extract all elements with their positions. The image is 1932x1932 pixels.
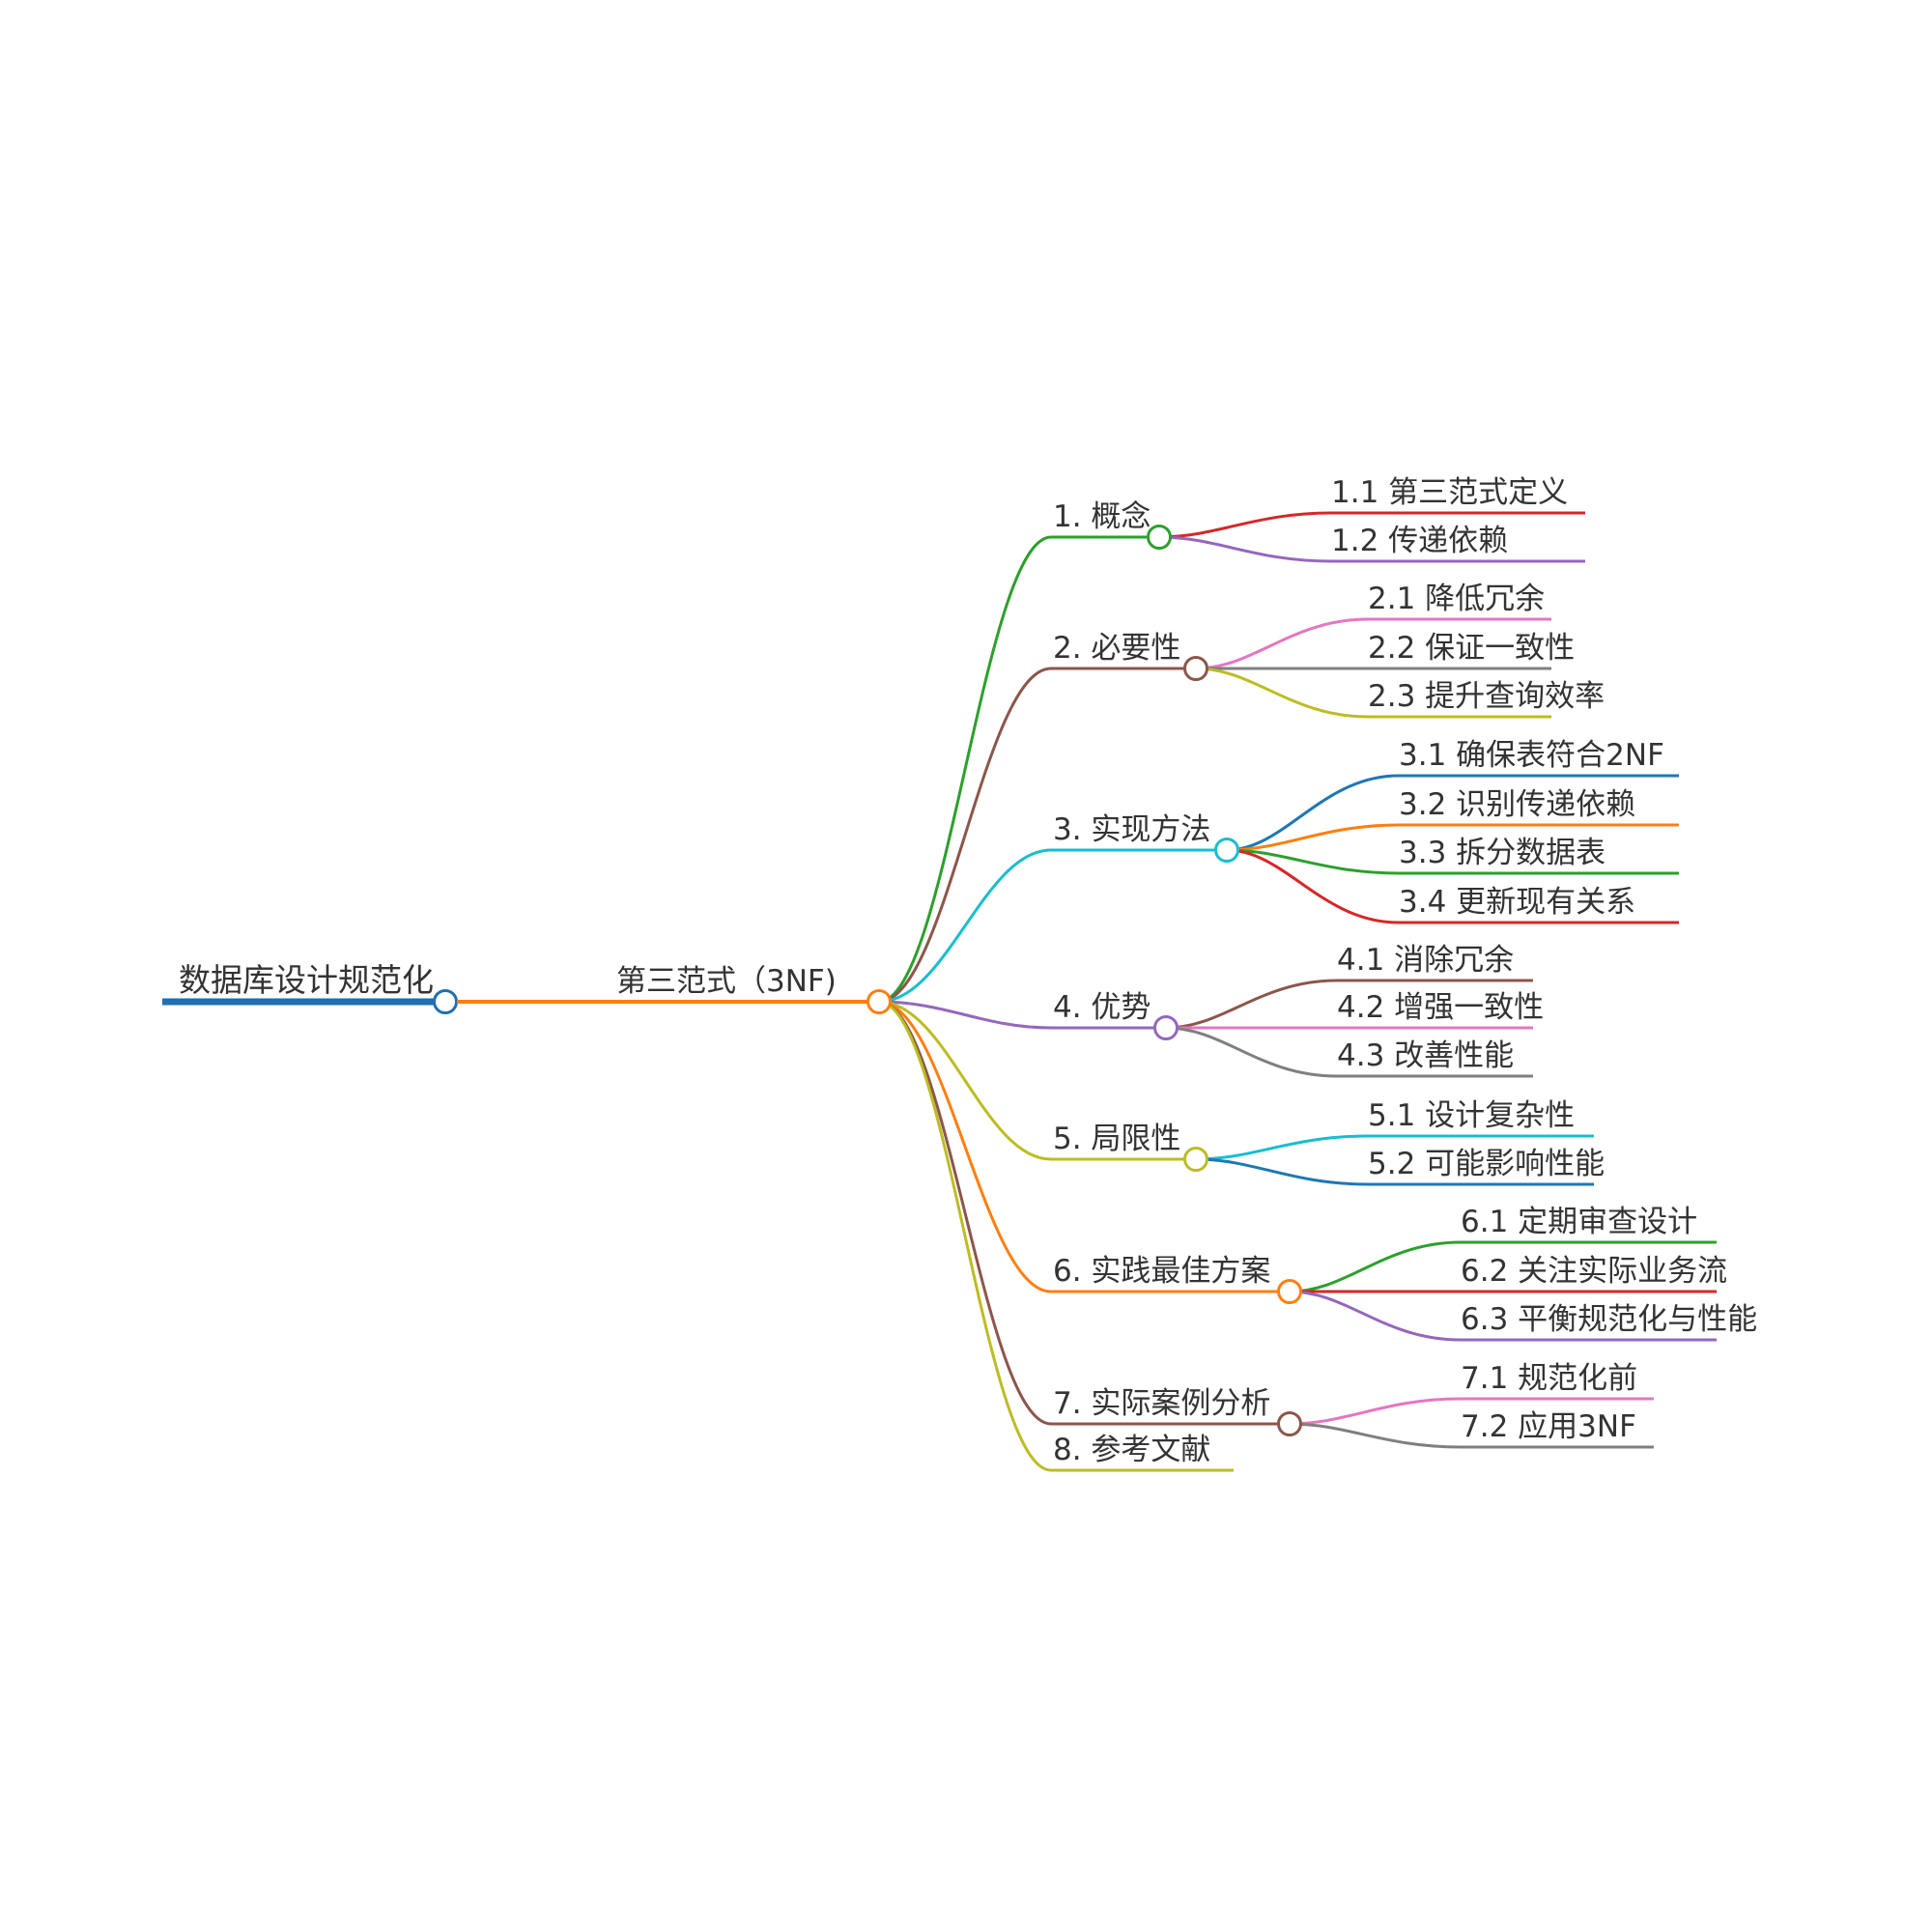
child-node[interactable]: 3.1 确保表符合2NF (1399, 738, 1679, 778)
child-connector (1289, 1240, 1462, 1293)
branch-connector (878, 1000, 1052, 1293)
collapse-handle[interactable] (1183, 656, 1208, 681)
child-connector (1165, 979, 1338, 1030)
child-node[interactable]: 7.1 规范化前 (1461, 1361, 1654, 1401)
center-node[interactable]: 第三范式（3NF) (457, 964, 879, 1004)
child-label: 7.2 应用3NF (1461, 1409, 1636, 1444)
child-label: 2.3 提升查询效率 (1368, 679, 1605, 714)
child-label: 1.1 第三范式定义 (1331, 475, 1568, 510)
child-label: 2.1 降低冗余 (1368, 582, 1545, 616)
child-connector (1226, 823, 1400, 852)
child-node[interactable]: 3.4 更新现有关系 (1399, 885, 1679, 924)
child-node[interactable]: 5.1 设计复杂性 (1368, 1098, 1594, 1138)
branch-node[interactable]: 1. 概念 (1051, 499, 1159, 539)
branch-node[interactable]: 7. 实际案例分析 (1051, 1386, 1290, 1426)
child-connector (1289, 1290, 1462, 1342)
child-node[interactable]: 4.2 增强一致性 (1337, 990, 1544, 1030)
branch-connector (878, 848, 1052, 1004)
branch-connector (878, 1000, 1052, 1161)
child-label: 2.2 保证一致性 (1368, 631, 1575, 666)
center-label: 第三范式（3NF) (616, 964, 837, 999)
branch-layer: 1. 概念 1.1 第三范式定义 1.2 传递依赖 2. 必要性 2.1 降低冗余 2.2… (1051, 475, 1757, 1472)
child-connector (1158, 511, 1332, 539)
branch-connector (878, 1000, 1052, 1426)
child-connector (1195, 1134, 1369, 1161)
child-node[interactable]: 1.1 第三范式定义 (1331, 475, 1585, 515)
child-connector (1195, 1157, 1369, 1186)
child-label: 6.3 平衡规范化与性能 (1461, 1302, 1757, 1337)
child-label: 4.3 改善性能 (1337, 1038, 1514, 1073)
branch-label: 2. 必要性 (1053, 631, 1180, 666)
child-node[interactable]: 2.2 保证一致性 (1368, 631, 1575, 670)
branch-node[interactable]: 3. 实现方法 (1051, 812, 1227, 852)
branch-label: 3. 实现方法 (1053, 812, 1210, 847)
branch-connector (878, 667, 1052, 1004)
child-label: 7.1 规范化前 (1461, 1361, 1637, 1396)
child-node[interactable]: 6.3 平衡规范化与性能 (1461, 1302, 1757, 1342)
branch-node[interactable]: 2. 必要性 (1051, 631, 1196, 670)
child-label: 3.3 拆分数据表 (1399, 836, 1605, 870)
child-label: 6.2 关注实际业务流 (1461, 1254, 1727, 1289)
collapse-handle[interactable] (1277, 1279, 1302, 1304)
root-label: 数据库设计规范化 (179, 961, 434, 999)
child-label: 5.2 可能影响性能 (1368, 1147, 1605, 1181)
child-connector (1195, 667, 1369, 719)
child-connector (1195, 617, 1369, 670)
root-node[interactable]: 数据库设计规范化 (162, 961, 458, 1014)
branch-label: 7. 实际案例分析 (1053, 1386, 1270, 1421)
child-label: 4.2 增强一致性 (1337, 990, 1544, 1025)
branch-label: 6. 实践最佳方案 (1053, 1254, 1270, 1289)
child-node[interactable]: 4.1 消除冗余 (1337, 943, 1533, 982)
child-connector (1289, 1422, 1462, 1449)
branch-node[interactable]: 6. 实践最佳方案 (1051, 1254, 1290, 1293)
branch-label: 4. 优势 (1053, 990, 1151, 1025)
child-node[interactable]: 1.2 传递依赖 (1331, 524, 1585, 563)
child-connector (1226, 774, 1400, 852)
child-node[interactable]: 2.1 降低冗余 (1368, 582, 1551, 621)
collapse-handle[interactable] (1277, 1411, 1302, 1436)
child-node[interactable]: 5.2 可能影响性能 (1368, 1147, 1605, 1186)
branch-connector (878, 1000, 1052, 1472)
child-connector (1165, 1026, 1338, 1078)
child-label: 5.1 设计复杂性 (1368, 1098, 1575, 1133)
child-node[interactable]: 6.1 定期审查设计 (1461, 1205, 1717, 1244)
child-label: 1.2 传递依赖 (1331, 524, 1508, 558)
child-connector (1226, 848, 1400, 924)
child-connector (1226, 848, 1400, 875)
child-label: 6.1 定期审查设计 (1461, 1205, 1697, 1239)
connector-layer (878, 511, 1462, 1472)
branch-node[interactable]: 8. 参考文献 (1051, 1433, 1234, 1472)
child-connector (1158, 535, 1332, 563)
branch-node[interactable]: 5. 局限性 (1051, 1122, 1196, 1161)
child-node[interactable]: 3.2 识别传递依赖 (1399, 787, 1679, 827)
branch-label: 8. 参考文献 (1053, 1433, 1210, 1467)
child-connector (1289, 1397, 1462, 1426)
center-collapse-handle[interactable] (867, 989, 892, 1014)
branch-node[interactable]: 4. 优势 (1051, 990, 1166, 1030)
child-node[interactable]: 7.2 应用3NF (1461, 1409, 1654, 1449)
branch-label: 5. 局限性 (1053, 1122, 1180, 1156)
child-node[interactable]: 4.3 改善性能 (1337, 1038, 1533, 1078)
branch-label: 1. 概念 (1053, 499, 1151, 534)
root-collapse-handle[interactable] (433, 989, 458, 1014)
collapse-handle[interactable] (1183, 1147, 1208, 1172)
branch-connector (878, 535, 1052, 1004)
child-label: 3.1 确保表符合2NF (1399, 738, 1664, 773)
child-node[interactable]: 3.3 拆分数据表 (1399, 836, 1679, 875)
child-label: 4.1 消除冗余 (1337, 943, 1514, 978)
branch-connector (878, 1000, 1052, 1030)
child-node[interactable]: 2.3 提升查询效率 (1368, 679, 1605, 719)
child-label: 3.4 更新现有关系 (1399, 885, 1635, 920)
child-label: 3.2 识别传递依赖 (1399, 787, 1635, 822)
collapse-handle[interactable] (1214, 838, 1239, 863)
collapse-handle[interactable] (1153, 1015, 1179, 1040)
collapse-handle[interactable] (1147, 525, 1172, 550)
child-node[interactable]: 6.2 关注实际业务流 (1461, 1254, 1727, 1293)
